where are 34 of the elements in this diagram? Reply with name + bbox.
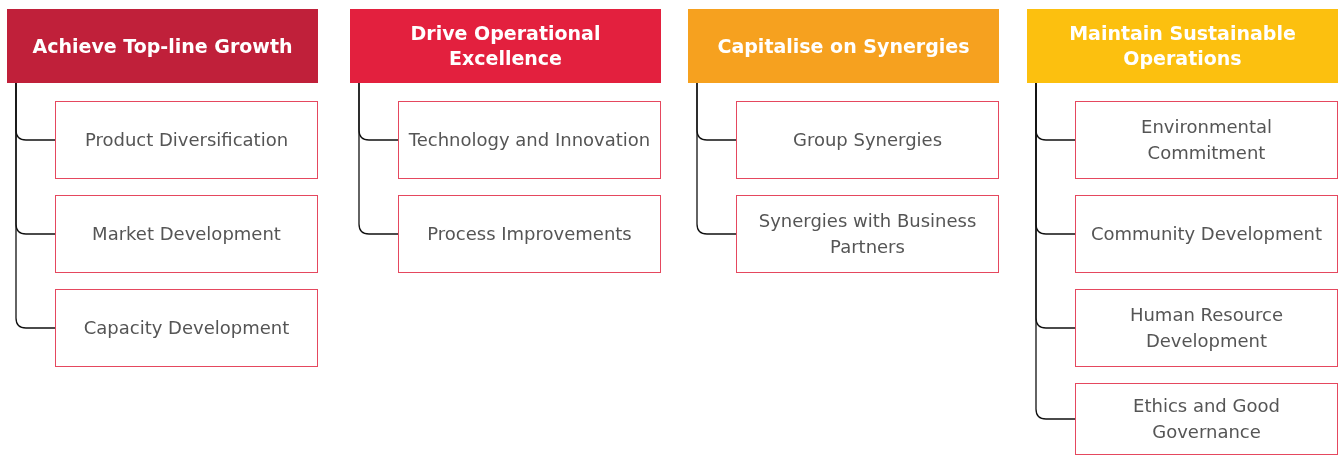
item-box — [736, 101, 999, 179]
heading-text: Capitalise on Synergies — [717, 33, 970, 59]
heading-text: Drive Operational Excellence — [409, 21, 602, 71]
item-box — [398, 195, 661, 273]
item-text: Human Resource Development — [1128, 302, 1285, 353]
item-box — [1075, 383, 1338, 455]
item-text: Technology and Innovation — [408, 127, 651, 152]
item-text: Group Synergies — [792, 127, 942, 152]
item-box — [1075, 195, 1338, 273]
category-header — [688, 9, 999, 83]
item-text: Capacity Development — [83, 315, 290, 340]
item-text: Process Improvements — [427, 221, 632, 246]
item-box — [55, 195, 318, 273]
item-text: Product Diversification — [84, 127, 289, 152]
item-box — [398, 101, 661, 179]
heading-text: Achieve Top-line Growth — [32, 33, 293, 59]
item-box — [1075, 101, 1338, 179]
item-text: Synergies with Business Partners — [757, 208, 978, 259]
item-box — [55, 289, 318, 367]
item-box — [55, 101, 318, 179]
category-header — [7, 9, 318, 83]
connector-line — [358, 82, 399, 235]
category-header — [1027, 9, 1338, 83]
connector-line — [696, 82, 737, 235]
category-header — [350, 9, 661, 83]
item-box — [1075, 289, 1338, 367]
connector-line — [15, 82, 56, 329]
item-text: Market Development — [92, 221, 281, 246]
item-text: Community Development — [1090, 221, 1323, 246]
item-text: Ethics and Good Governance — [1132, 393, 1281, 444]
heading-text: Maintain Sustainable Operations — [1068, 21, 1297, 71]
item-box — [736, 195, 999, 273]
item-text: Environmental Commitment — [1140, 114, 1273, 165]
connector-line — [1035, 82, 1076, 420]
